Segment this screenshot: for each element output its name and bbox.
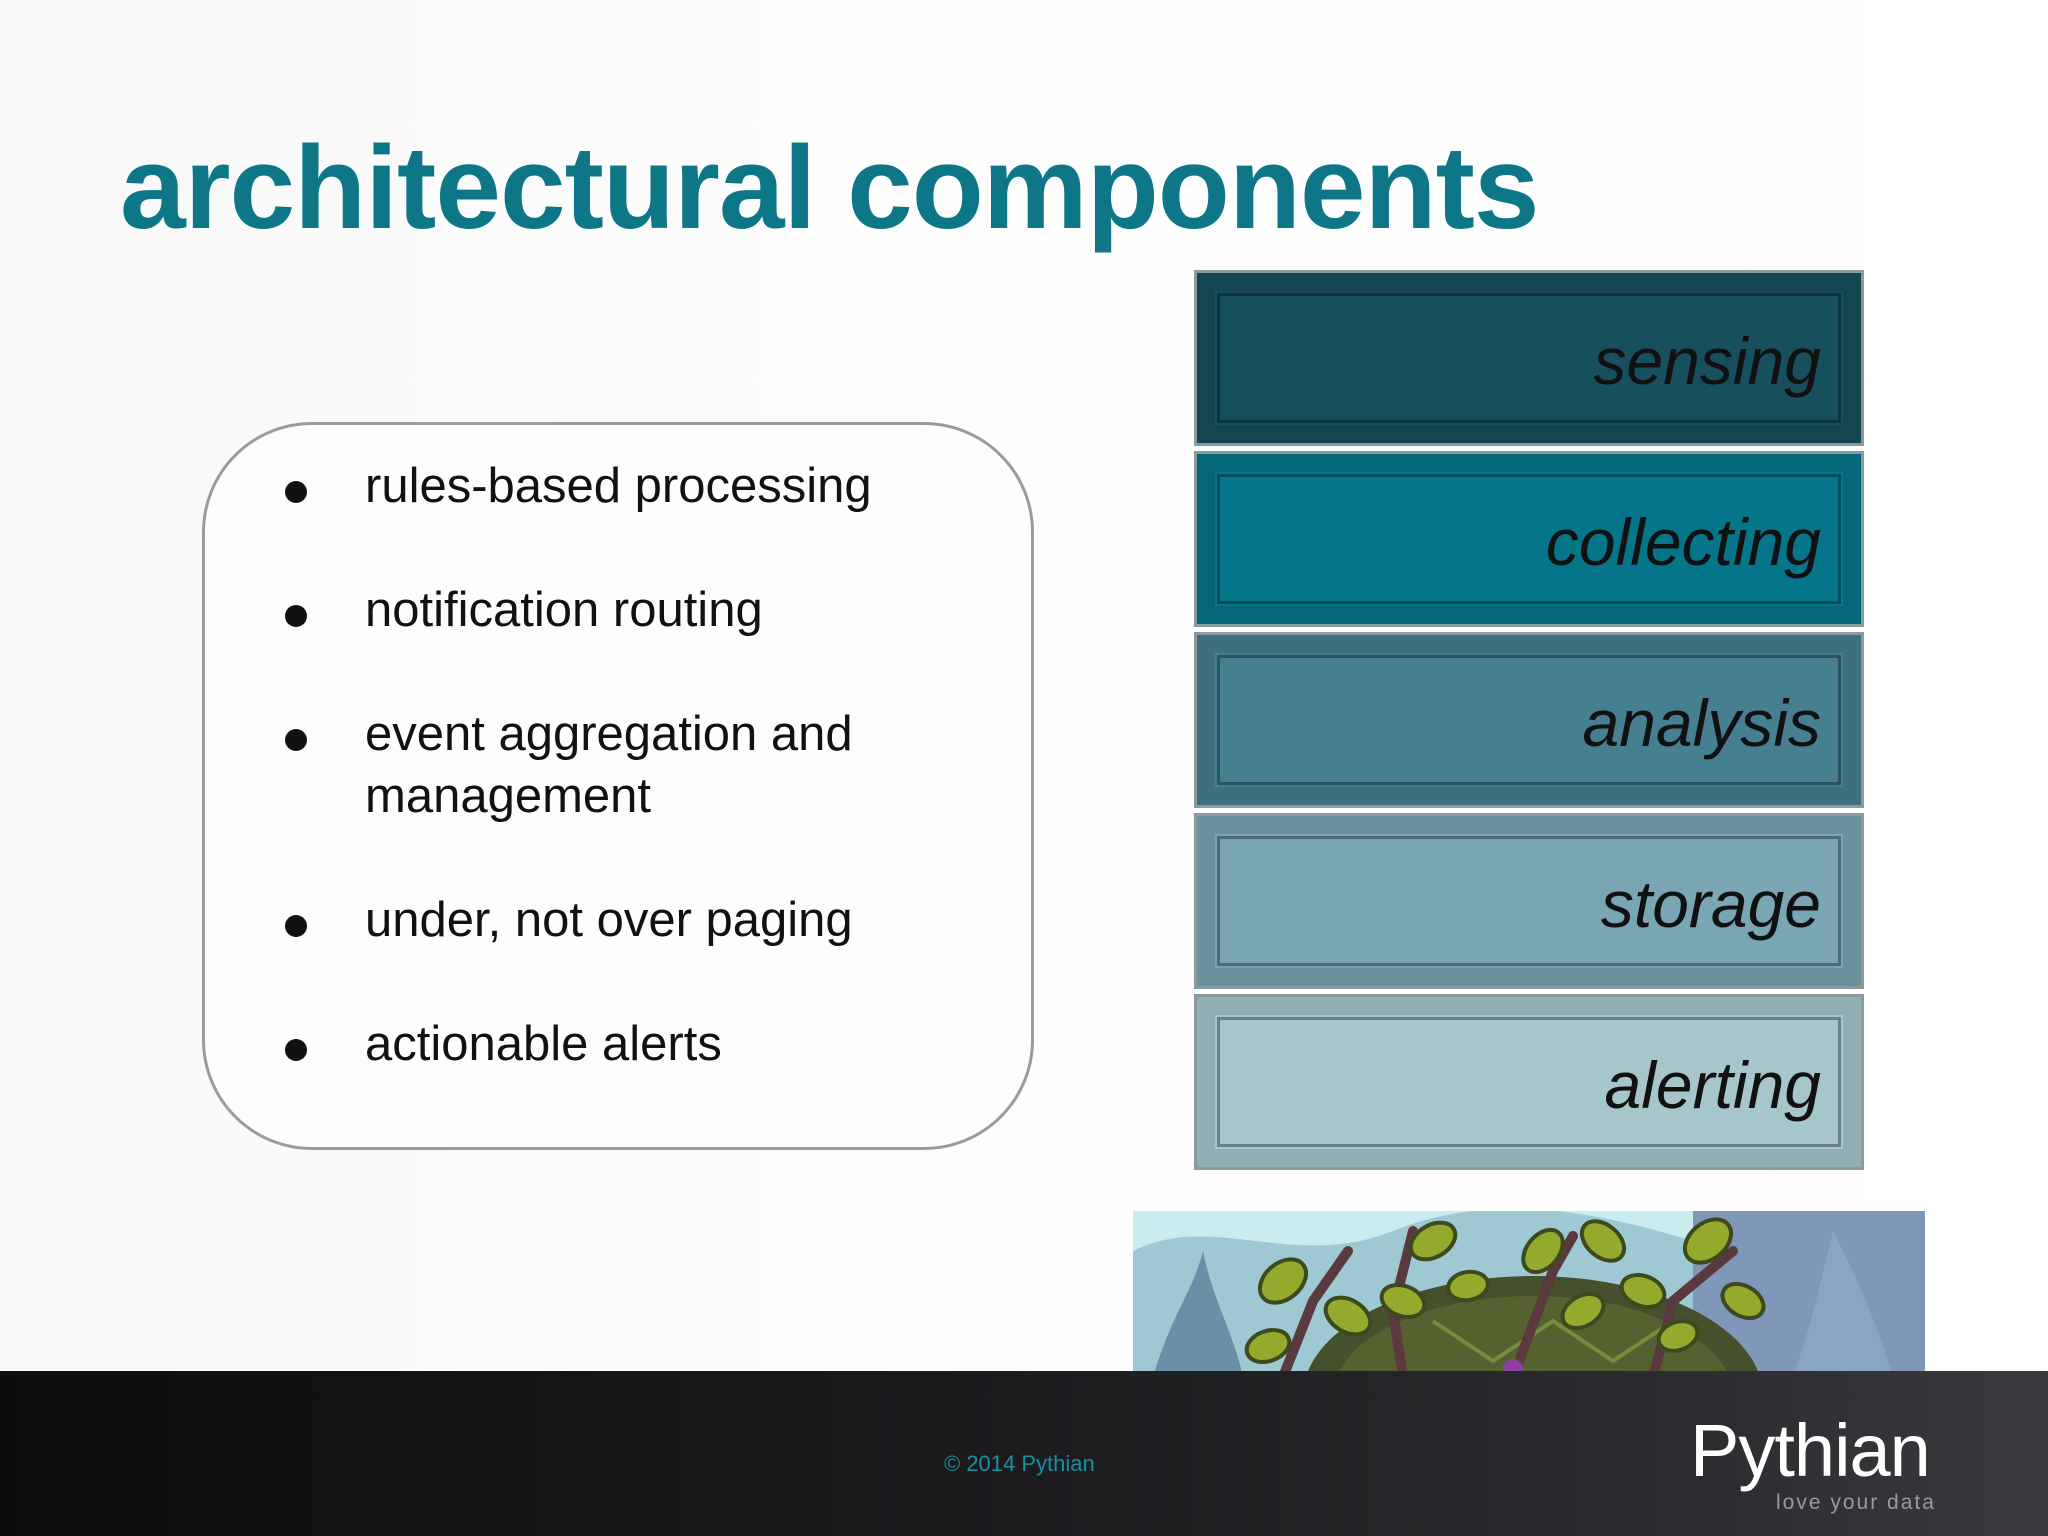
bullet-item: rules-based processing <box>285 455 985 517</box>
layer-label: analysis <box>1582 686 1821 760</box>
layer-bevel <box>1217 836 1841 966</box>
pythian-logo: Pythian love your data <box>1690 1411 1950 1521</box>
layer-sensing: sensing <box>1194 270 1864 446</box>
footer-bar: © 2014 Pythian Pythian love your data <box>0 1371 2048 1536</box>
layer-alerting: alerting <box>1194 994 1864 1170</box>
bullet-item: event aggregation and management <box>285 703 985 827</box>
bullet-text: event aggregation and management <box>365 707 853 823</box>
layer-stack: sensing collecting analysis storage aler… <box>1194 270 1864 1175</box>
bullet-dot-icon <box>285 915 307 937</box>
cartoon-tortoise-image <box>1133 1211 1925 1377</box>
layer-bevel <box>1217 474 1841 604</box>
layer-bevel <box>1217 1017 1841 1147</box>
layer-bevel <box>1217 293 1841 423</box>
bullet-text: notification routing <box>365 583 763 637</box>
bullet-list: rules-based processing notification rout… <box>285 455 985 1075</box>
layer-bevel <box>1217 655 1841 785</box>
copyright-text: © 2014 Pythian <box>944 1451 1095 1476</box>
bullet-text: under, not over paging <box>365 893 853 947</box>
bullet-item: actionable alerts <box>285 1013 985 1075</box>
bullet-text: rules-based processing <box>365 459 872 513</box>
bullet-box: rules-based processing notification rout… <box>202 422 1034 1150</box>
layer-label: collecting <box>1545 505 1821 579</box>
bullet-dot-icon <box>285 605 307 627</box>
slide-title: architectural components <box>120 122 1540 254</box>
layer-storage: storage <box>1194 813 1864 989</box>
bullet-item: under, not over paging <box>285 889 985 951</box>
layer-label: storage <box>1600 867 1821 941</box>
bullet-dot-icon <box>285 481 307 503</box>
logo-wordmark: Pythian <box>1690 1409 1931 1492</box>
bullet-item: notification routing <box>285 579 985 641</box>
bullet-dot-icon <box>285 729 307 751</box>
layer-label: sensing <box>1593 324 1822 398</box>
bullet-text: actionable alerts <box>365 1017 722 1071</box>
bullet-dot-icon <box>285 1039 307 1061</box>
layer-collecting: collecting <box>1194 451 1864 627</box>
logo-tagline: love your data <box>1776 1491 1936 1514</box>
layer-analysis: analysis <box>1194 632 1864 808</box>
layer-label: alerting <box>1604 1048 1821 1122</box>
